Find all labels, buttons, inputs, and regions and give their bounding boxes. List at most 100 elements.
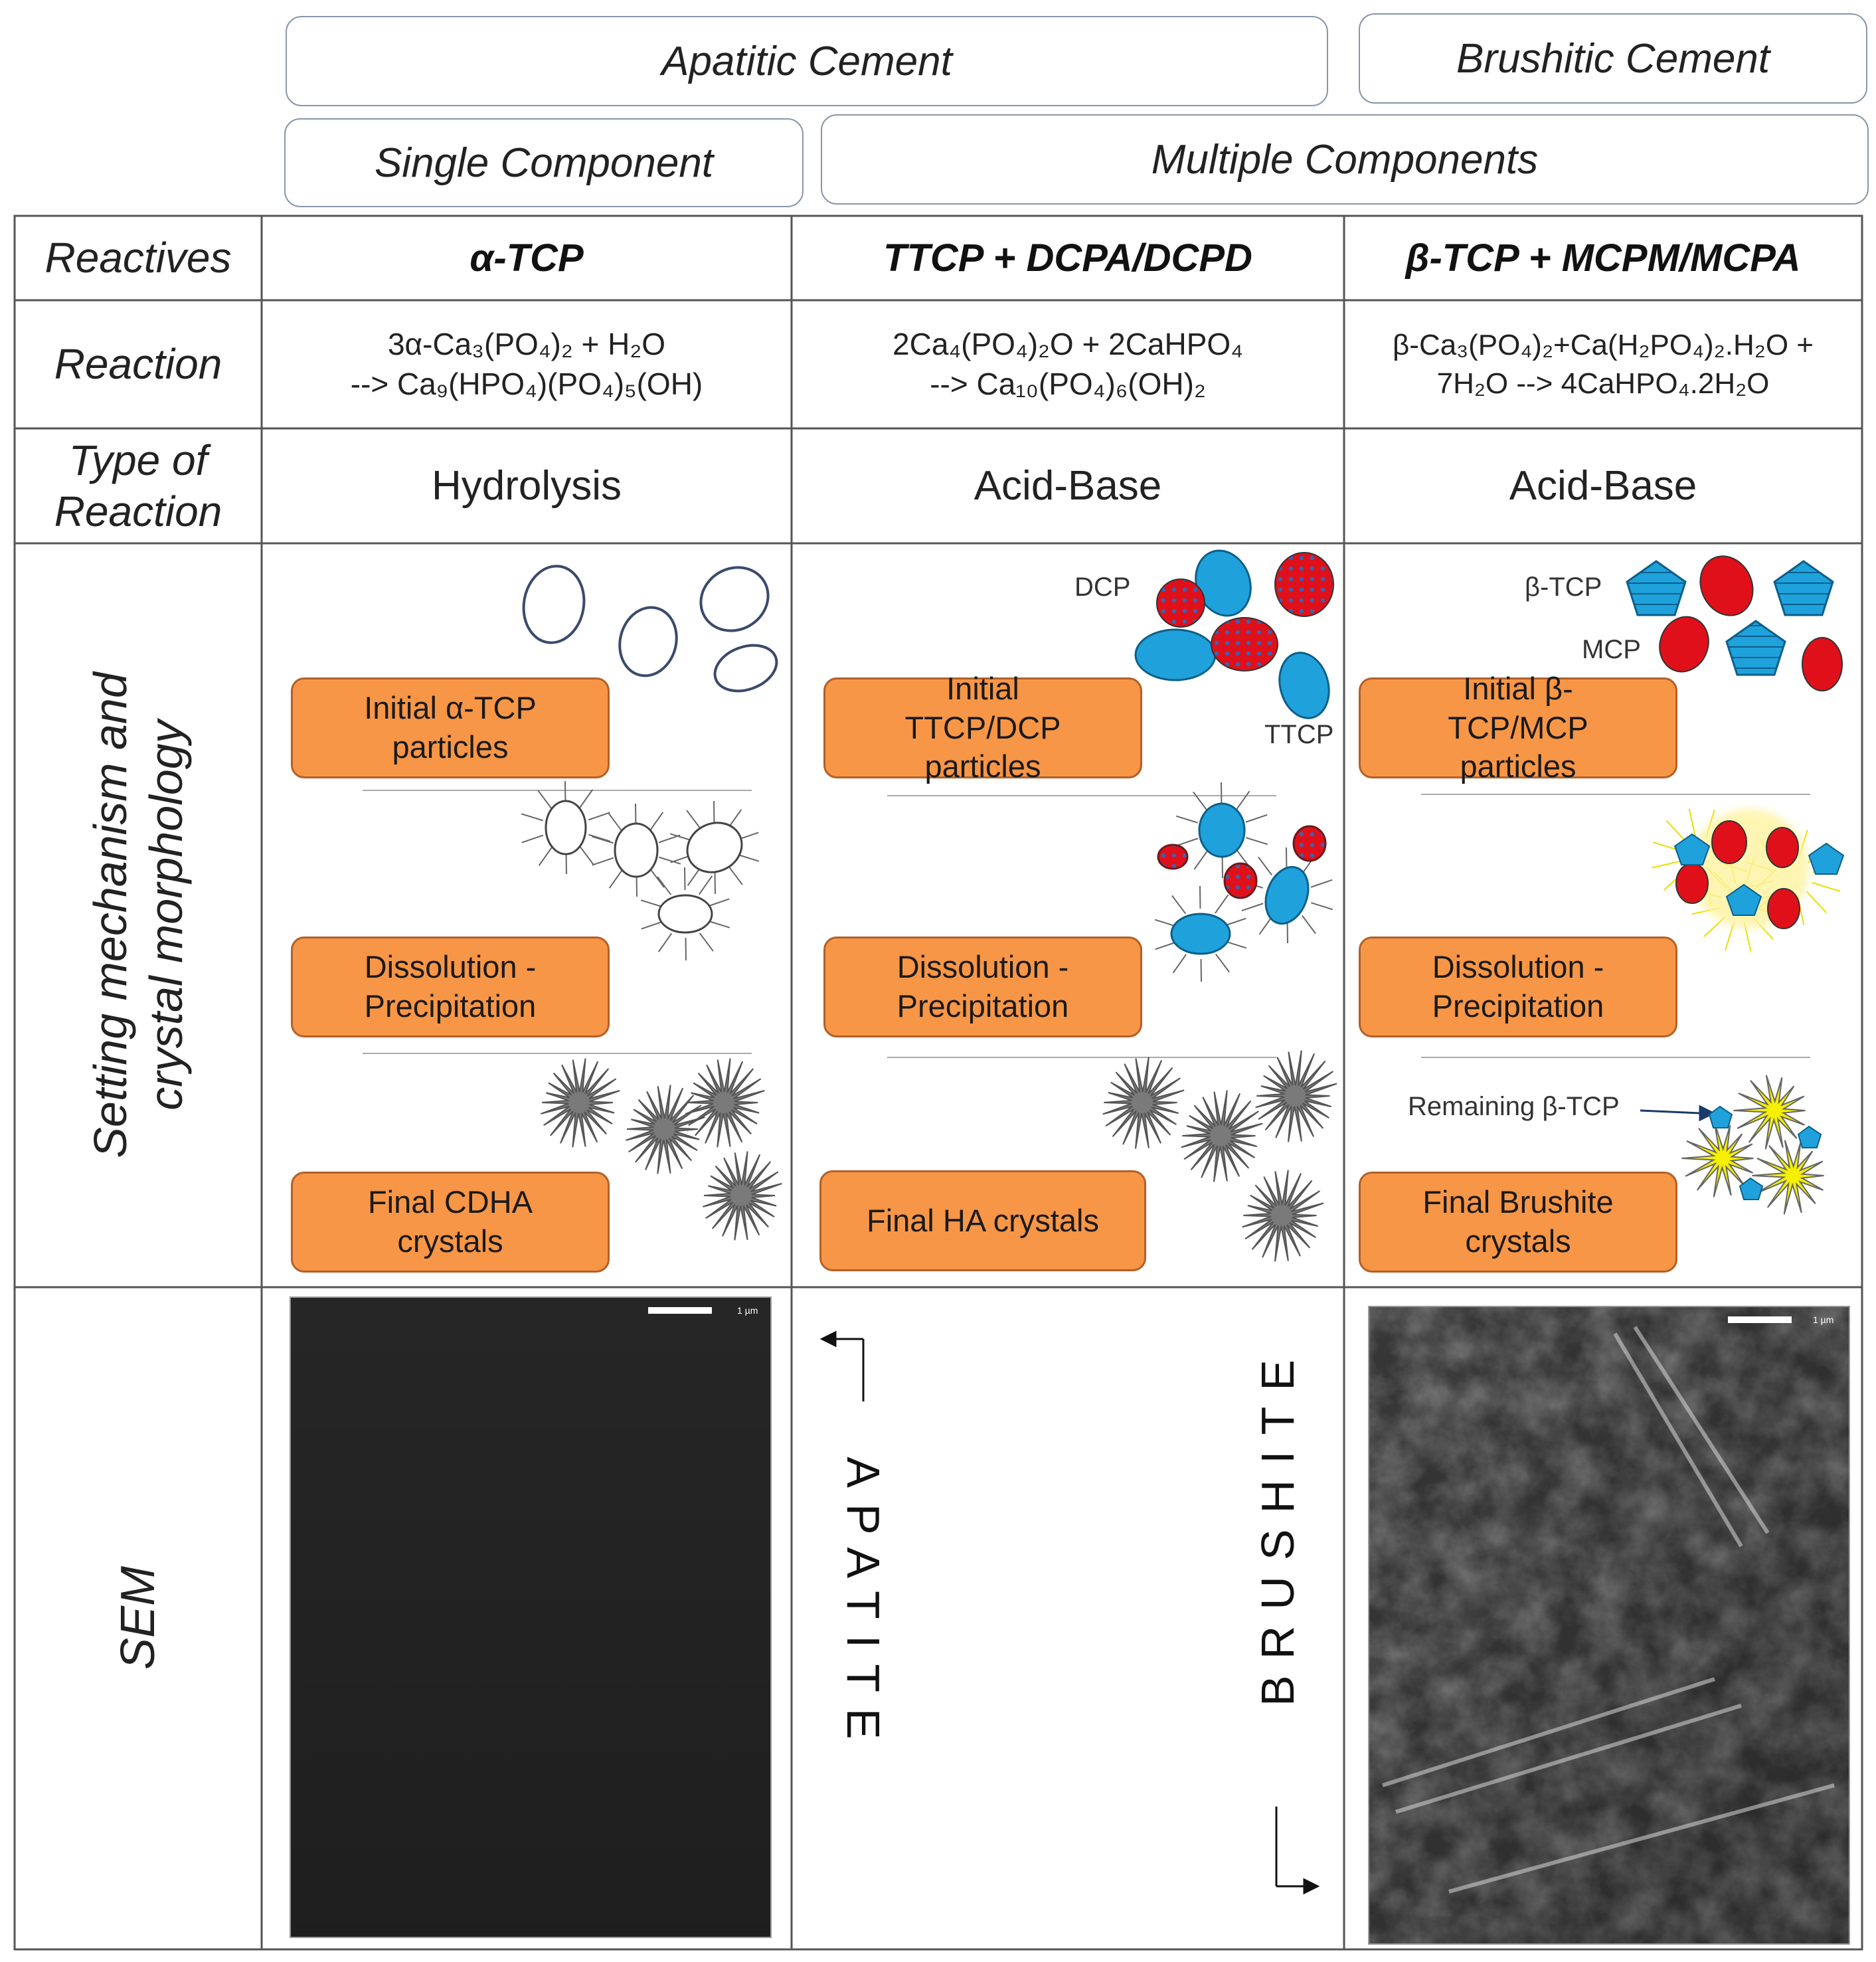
dissolution-spike: [659, 856, 681, 865]
dissolution-spike: [728, 866, 743, 885]
remaining-beta-tcp-pentagons: [1708, 1105, 1822, 1200]
dissolution-spike: [1311, 902, 1333, 911]
type-col3: Acid-Base: [1509, 463, 1697, 509]
dissolution-spike: [1155, 941, 1177, 950]
type-col1: Hydrolysis: [432, 463, 622, 509]
apatite-vertical-label: APATITE: [837, 1457, 889, 1755]
crystal-starburst: [541, 1058, 620, 1148]
dissolution-spike: [1245, 814, 1268, 823]
crystal-starburst: [1733, 1075, 1806, 1150]
sem-texture-apatite: 1 µm: [291, 1298, 770, 1937]
reaction-col2: 2Ca₄(PO₄)₂O + 2CaHPO₄--> Ca₁₀(PO₄)₆(OH)₂: [893, 326, 1243, 401]
dissolution-spike: [669, 833, 692, 842]
box-dissolution-col2: Dissolution - Precipitation: [823, 936, 1142, 1037]
header-multiple-components: Multiple Components: [821, 114, 1869, 205]
reactive-col3: β-TCP + MCPM/MCPA: [1405, 236, 1801, 280]
remaining-beta-tcp-arrow: [1640, 1105, 1716, 1122]
label-ttcp: TTCP: [1264, 720, 1334, 749]
dissolution-spike: [1665, 820, 1687, 843]
dissolution-spike: [641, 921, 663, 930]
header-single-component: Single Component: [284, 118, 804, 207]
dissolution-spike: [1176, 838, 1199, 847]
crystal-starburst: [1752, 1140, 1824, 1215]
dissolution-spike: [1225, 940, 1247, 949]
label-dcp: DCP: [1074, 573, 1131, 602]
dissolution-spike: [1154, 919, 1177, 927]
row-label-reaction: Reaction: [54, 340, 222, 389]
ha-crystals: [1102, 1050, 1337, 1262]
ttcp-dcp-particles: [1134, 549, 1334, 719]
crystal-starburst: [1181, 1090, 1263, 1182]
row-label-reactives: Reactives: [44, 234, 232, 282]
scale-bar-label-brushite: 1 µm: [1813, 1314, 1833, 1325]
dissolution-spike: [1241, 903, 1264, 912]
dissolution-spike: [708, 920, 730, 929]
crystal-starburst: [703, 1151, 782, 1241]
dissolution-spike: [588, 834, 611, 842]
dissolution-spike: [591, 836, 614, 844]
beta-tcp-mcp-dissolving: [1652, 808, 1845, 952]
cdha-crystals: [541, 1058, 782, 1241]
reaction-col1: 3α-Ca₃(PO₄)₂ + H₂O--> Ca₉(HPO₄)(PO₄)₅(OH…: [350, 326, 703, 401]
beta-tcp-mcp-particles: [1626, 555, 1843, 691]
box-final-col1: Final CDHA crystals: [291, 1172, 610, 1273]
dissolution-spike: [1215, 894, 1229, 914]
dissolution-spike: [521, 813, 543, 822]
crystal-starburst: [1681, 1122, 1754, 1198]
dissolution-spike: [1175, 815, 1198, 824]
brushite-vertical-label: BRUSHITE: [1252, 1344, 1304, 1706]
ttcp-dcp-dissolving: [1154, 782, 1333, 982]
dissolution-spike: [608, 869, 624, 889]
dissolution-spike: [699, 933, 714, 952]
dissolution-spike: [592, 857, 614, 866]
brushite-crystals: [1681, 1075, 1824, 1215]
crystal-starburst: [626, 1085, 705, 1174]
dissolution-spike: [686, 810, 701, 829]
sem-image-apatite: 1 µm: [290, 1296, 772, 1938]
dissolution-spike: [1236, 790, 1250, 810]
dissolution-spike: [588, 812, 610, 821]
box-final-col3: Final Brushite crystals: [1359, 1172, 1677, 1273]
dissolution-spike: [1193, 850, 1208, 870]
label-mcp: MCP: [1582, 635, 1641, 664]
dissolution-spike: [1171, 895, 1187, 915]
dissolution-spike: [1246, 837, 1268, 846]
dissolution-spike: [1688, 808, 1697, 838]
box-dissolution-col3: Dissolution - Precipitation: [1359, 936, 1677, 1037]
dissolving-alpha-tcp: [521, 780, 760, 961]
reactive-col1: α-TCP: [469, 236, 584, 280]
dissolution-spike: [1258, 856, 1273, 876]
dissolution-spike: [1725, 922, 1735, 950]
apatitic-label: Apatitic Cement: [661, 38, 952, 84]
dissolution-spike: [657, 933, 673, 952]
dissolution-spike: [640, 899, 663, 908]
brushitic-label: Brushitic Cement: [1456, 35, 1770, 82]
dissolution-spike: [1310, 879, 1333, 888]
multiple-label: Multiple Components: [1151, 136, 1539, 183]
dissolution-spike: [579, 846, 594, 865]
dissolution-spike: [538, 846, 553, 866]
box-initial-col3: Initial β-TCP/MCP particles: [1359, 671, 1677, 784]
dissolution-spike: [737, 853, 760, 862]
dissolution-spike: [578, 789, 594, 809]
dissolution-spike: [1172, 954, 1187, 974]
dissolution-spike: [1215, 953, 1230, 973]
scale-bar-label-apatite: 1 µm: [737, 1305, 758, 1316]
crystal-starburst: [685, 1058, 765, 1148]
label-beta-tcp: β-TCP: [1525, 573, 1602, 602]
sem-image-brushite: 1 µm: [1368, 1306, 1850, 1945]
type-col2: Acid-Base: [974, 463, 1162, 509]
alpha-tcp-particles: [522, 565, 778, 693]
header-apatitic-cement: Apatitic Cement: [286, 16, 1328, 106]
dissolution-spike: [698, 875, 713, 895]
dissolution-spike: [1301, 915, 1316, 935]
dissolution-spike: [1224, 917, 1246, 927]
sem-texture-brushite: 1 µm: [1369, 1307, 1849, 1943]
crystal-starburst: [1102, 1057, 1185, 1149]
dissolution-spike: [649, 812, 664, 832]
dissolution-spike: [537, 790, 553, 809]
box-initial-col2: Initial TTCP/DCP particles: [823, 671, 1142, 784]
box-initial-col1: Initial α-TCP particles: [291, 677, 610, 778]
